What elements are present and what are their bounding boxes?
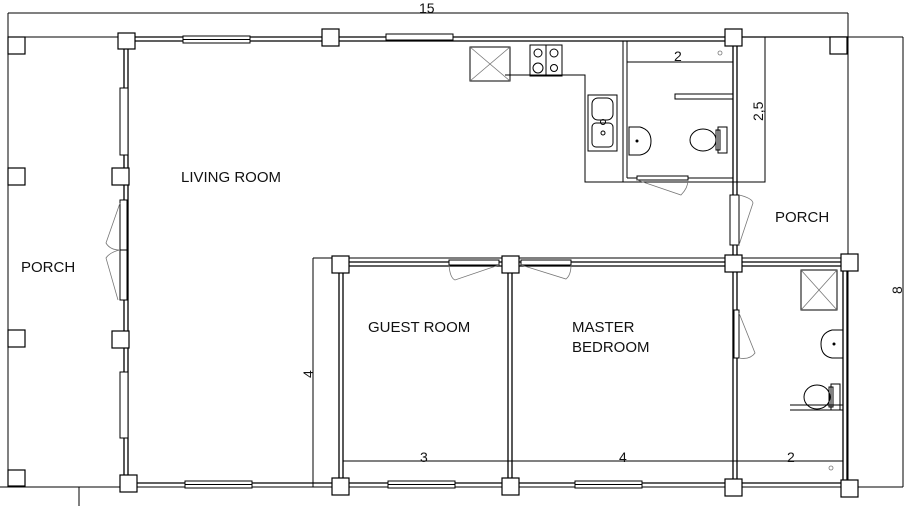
door [119,199,128,251]
toilet-icon [689,126,728,154]
window [119,371,129,439]
washbasin-icon [820,329,844,359]
guest-room-label: GUEST ROOM [368,319,470,336]
dimension-ensuite-width: 2 [787,449,795,465]
window [385,33,454,41]
door [636,175,689,181]
windows [119,33,643,489]
toilet-icon [803,383,841,411]
kitchen-sink-icon [587,94,618,152]
dimension-bath-depth: 2,5 [750,101,766,121]
master-bedroom-label-2: BEDROOM [572,339,650,356]
dimension-bath-width: 2 [674,48,682,64]
master-bedroom-label-1: MASTER [572,319,635,336]
window [119,87,129,156]
dimension-guest-width: 3 [420,449,428,465]
dimension-overall-depth: 8 [889,286,905,294]
door [733,309,740,359]
columns [7,28,859,498]
porch-right-label: PORCH [775,209,829,226]
doors [105,175,756,359]
dimension-bedroom-depth: 4 [300,370,316,378]
dimension-overall-width: 15 [419,0,435,16]
door [119,249,128,301]
door [448,259,500,266]
shower-icon [469,46,511,82]
living-room-label: LIVING ROOM [181,169,281,186]
shower-icon [800,269,838,311]
stove-icon [529,44,563,77]
drain-icon [717,50,723,56]
washbasin-icon [628,126,652,156]
porch-left-label: PORCH [21,259,75,276]
dimension-master-width: 4 [619,449,627,465]
door [520,259,572,266]
door [729,194,740,246]
drain-icon [828,465,834,471]
